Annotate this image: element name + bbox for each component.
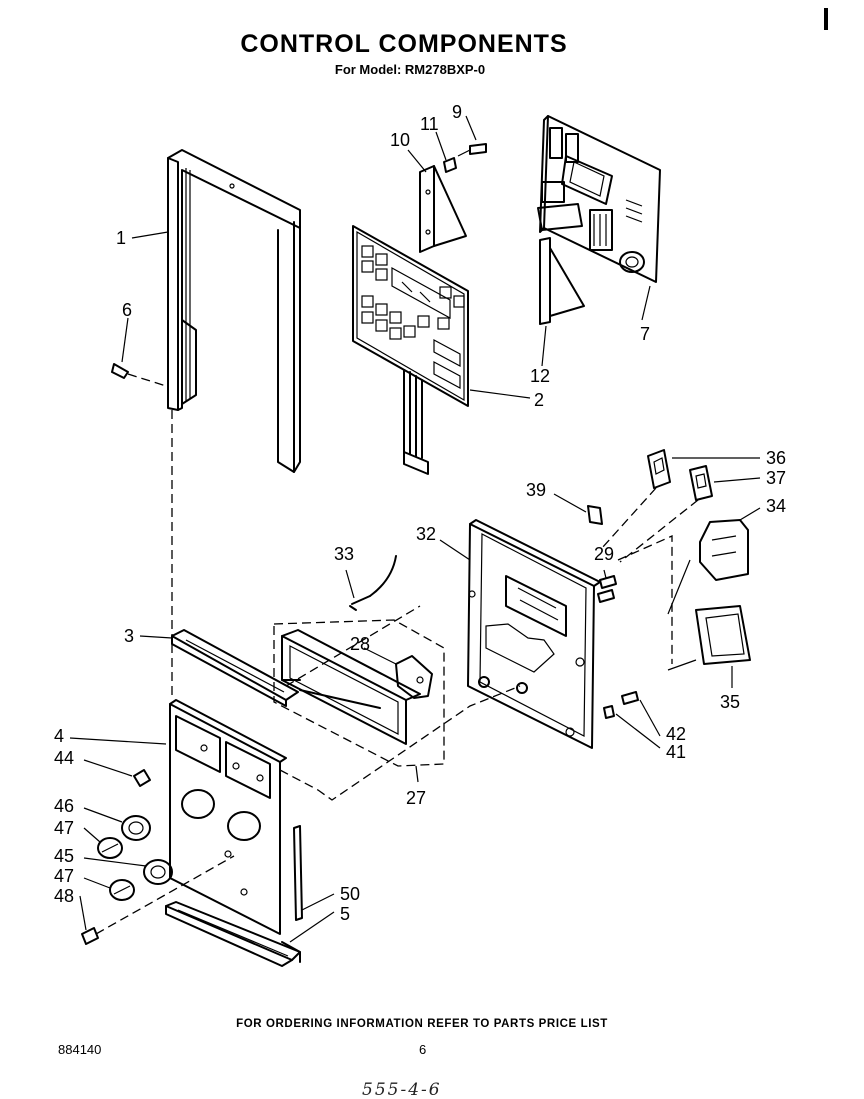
- callout-47-lower: 47: [54, 866, 74, 886]
- callout-2: 2: [534, 390, 544, 410]
- part-47-knob-upper: [97, 837, 123, 859]
- callout-46: 46: [54, 796, 74, 816]
- part-1-frame: [167, 149, 301, 473]
- callout-11: 11: [420, 114, 439, 134]
- part-36-clip: [647, 449, 671, 489]
- callout-10: 10: [390, 130, 410, 150]
- part-48-screw: [81, 855, 235, 945]
- callout-47-upper: 47: [54, 818, 74, 838]
- callout-39: 39: [526, 480, 546, 500]
- callout-35: 35: [720, 692, 740, 712]
- leader-lines: [69, 115, 761, 943]
- callout-29: 29: [594, 544, 614, 564]
- callout-4: 4: [54, 726, 64, 746]
- part-33-tube: [349, 555, 397, 611]
- part-28-clip: [395, 655, 433, 699]
- part-29-screws: [597, 575, 617, 603]
- part-41-washer: [603, 705, 615, 719]
- callout-32: 32: [416, 524, 436, 544]
- callout-34: 34: [766, 496, 786, 516]
- part-45-knob-ring: [143, 859, 173, 885]
- ordering-note: FOR ORDERING INFORMATION REFER TO PARTS …: [236, 1018, 608, 1030]
- part-35-transformer: [695, 605, 751, 665]
- leader-dashed-28: [285, 605, 421, 687]
- callout-6: 6: [122, 300, 132, 320]
- callout-27: 27: [406, 788, 426, 808]
- part-9-screw: [457, 143, 487, 157]
- part-3-rail: [171, 629, 299, 707]
- callout-45: 45: [54, 846, 74, 866]
- callout-9: 9: [452, 102, 462, 122]
- leader-dashed-36-37: [601, 487, 699, 563]
- callout-12: 12: [530, 366, 550, 386]
- callout-5: 5: [340, 904, 350, 924]
- part-32-mounting-panel: [467, 519, 601, 749]
- part-50-trim: [293, 825, 303, 921]
- part-47-knob-lower: [109, 879, 135, 901]
- part-42-screw: [621, 691, 639, 705]
- part-5-base-trim: [165, 901, 301, 967]
- page-number: 6: [419, 1042, 427, 1057]
- part-34-component: [699, 519, 749, 581]
- callout-7: 7: [640, 324, 650, 344]
- document-number: 884140: [58, 1042, 102, 1057]
- callout-42: 42: [666, 724, 686, 744]
- callout-41: 41: [666, 742, 686, 762]
- model-subtitle: For Model: RM278BXP-0: [334, 62, 486, 77]
- part-7-control-board: [537, 115, 661, 283]
- part-4-front-panel: [169, 699, 287, 935]
- handwritten-mark: 555-4-6: [362, 1080, 442, 1099]
- callout-28: 28: [350, 634, 370, 654]
- part-12-bracket: [539, 237, 585, 325]
- callout-50: 50: [340, 884, 360, 904]
- page-title: CONTROL COMPONENTS: [240, 30, 568, 58]
- part-46-knob-ring: [121, 815, 151, 841]
- leader-dashed-34-35: [617, 534, 673, 664]
- callout-36: 36: [766, 448, 786, 468]
- part-6-screw: [111, 363, 167, 387]
- callout-1: 1: [116, 228, 126, 248]
- part-11-washer: [443, 157, 457, 173]
- callout-44: 44: [54, 748, 74, 768]
- part-10-bracket: [419, 165, 467, 253]
- callout-33: 33: [334, 544, 354, 564]
- callout-3: 3: [124, 626, 134, 646]
- part-2-keypad: [352, 225, 469, 475]
- callout-48: 48: [54, 886, 74, 906]
- part-44-clip: [133, 769, 151, 787]
- leader-dashed-panel-link: [279, 685, 521, 801]
- part-39-clip: [587, 505, 603, 525]
- callout-labels: 1 2 3 4 5 6 7 9 10 11 12 27 28 29 32 33 …: [54, 102, 786, 924]
- callout-37: 37: [766, 468, 786, 488]
- part-37-clip: [689, 465, 713, 501]
